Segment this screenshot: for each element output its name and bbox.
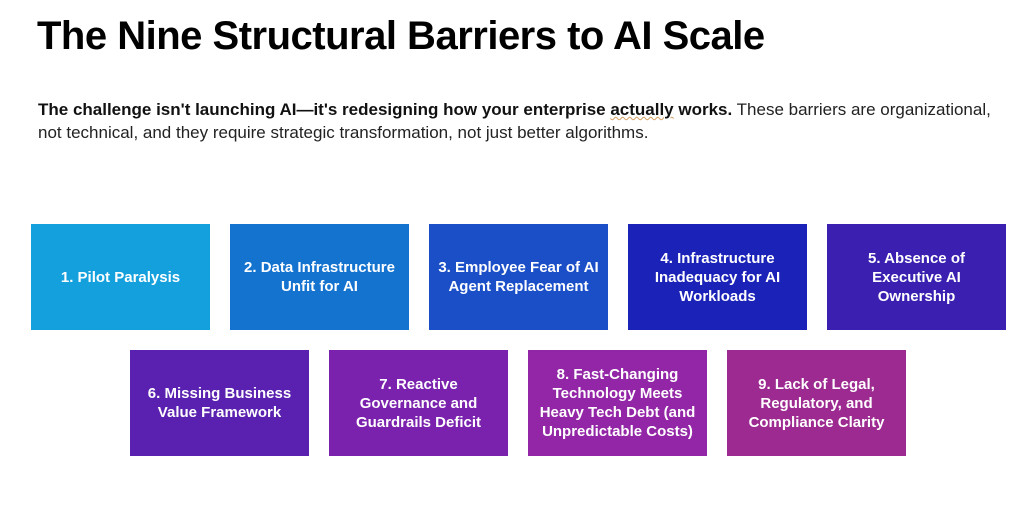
- barrier-box-1: 1. Pilot Paralysis: [31, 224, 210, 330]
- barrier-box-2: 2. Data Infrastructure Unfit for AI: [230, 224, 409, 330]
- subtitle-bold-2: works.: [673, 100, 733, 119]
- barrier-box-4: 4. Infrastructure Inadequacy for AI Work…: [628, 224, 807, 330]
- subtitle-underlined: actually: [610, 100, 674, 119]
- subtitle: The challenge isn't launching AI—it's re…: [38, 98, 998, 144]
- barrier-box-6: 6. Missing Business Value Framework: [130, 350, 309, 456]
- page-title: The Nine Structural Barriers to AI Scale: [37, 14, 765, 58]
- barrier-box-5: 5. Absence of Executive AI Ownership: [827, 224, 1006, 330]
- barrier-box-3: 3. Employee Fear of AI Agent Replacement: [429, 224, 608, 330]
- barrier-box-9: 9. Lack of Legal, Regulatory, and Compli…: [727, 350, 906, 456]
- subtitle-bold-1: The challenge isn't launching AI—it's re…: [38, 100, 611, 119]
- subtitle-regular: These barriers are organizational, not t…: [38, 100, 991, 142]
- barrier-box-8: 8. Fast-Changing Technology Meets Heavy …: [528, 350, 707, 456]
- barrier-box-7: 7. Reactive Governance and Guardrails De…: [329, 350, 508, 456]
